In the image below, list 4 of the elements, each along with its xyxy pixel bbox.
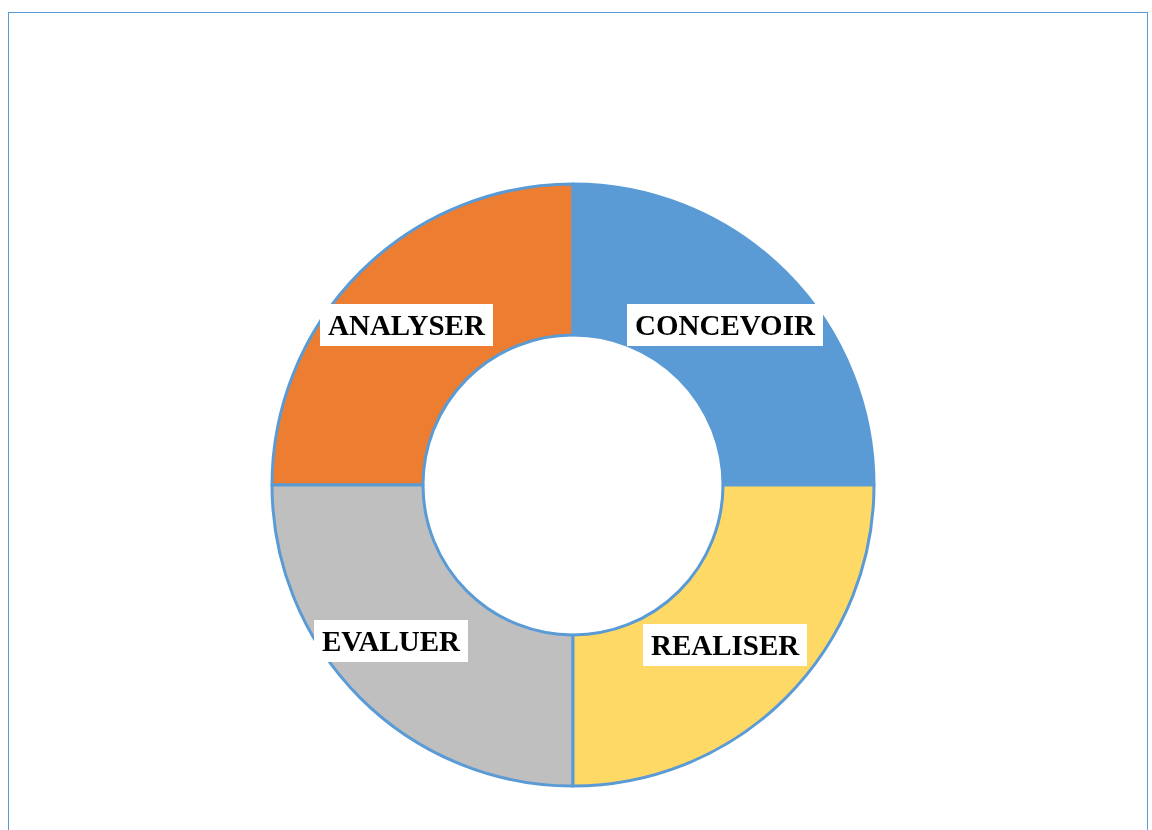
segment-label: REALISER	[643, 624, 808, 666]
segment-label: EVALUER	[314, 620, 469, 662]
segment-label: ANALYSER	[320, 304, 493, 346]
segment-label: CONCEVOIR	[627, 304, 823, 346]
